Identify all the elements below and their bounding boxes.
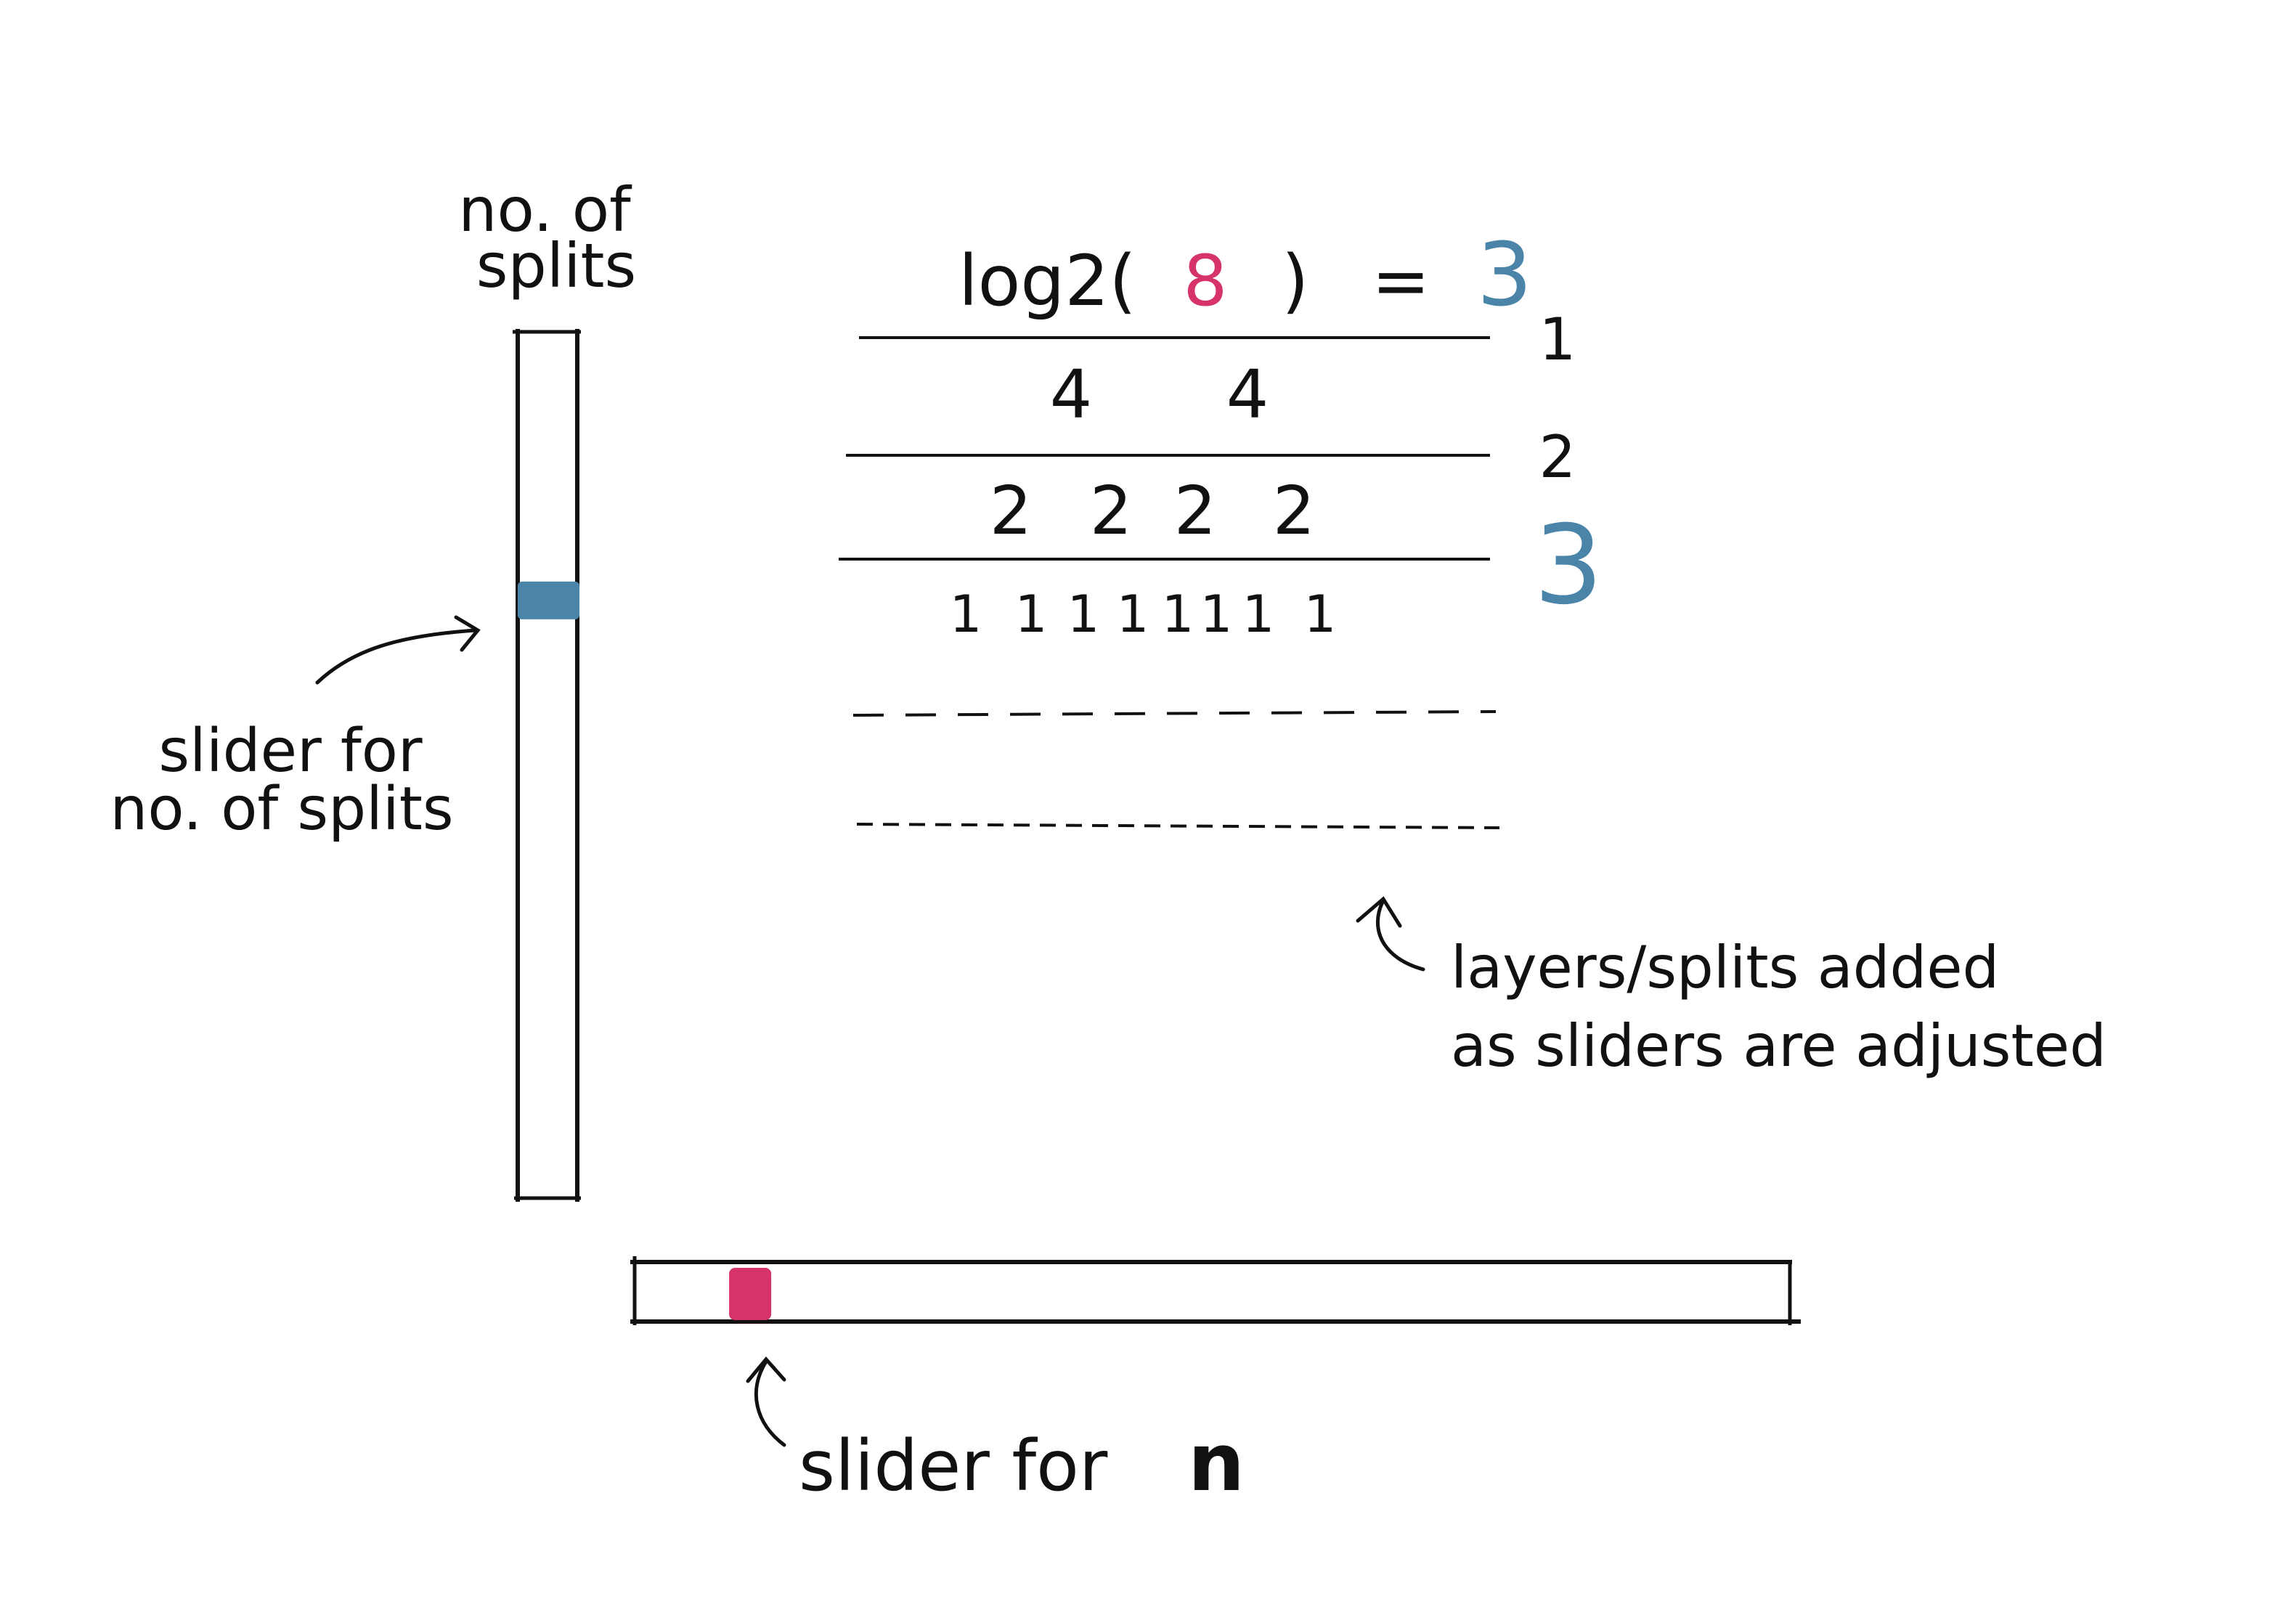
row-value: 4 <box>1226 356 1269 434</box>
row-value: 4 <box>1050 356 1093 434</box>
row-value: 2 <box>1090 472 1133 550</box>
splits-slider-title-line2: splits <box>476 230 636 301</box>
row-value: 1 <box>950 585 982 644</box>
n-slider-caption-var: n <box>1188 1416 1245 1509</box>
row-value: 1 <box>1200 585 1233 644</box>
row-value: 2 <box>1174 472 1217 550</box>
future-layer-line-1 <box>852 710 1497 717</box>
log-equation: log2( 8 ) = 3 <box>958 225 1532 326</box>
layer-row-2: 2 2 2 2 <box>990 472 1316 550</box>
layer-row-1: 4 4 <box>1050 356 1269 434</box>
row-value: 1 <box>1162 585 1194 644</box>
splits-slider-caption-line1: slider for <box>158 717 423 786</box>
row-value: 1 <box>1242 585 1275 644</box>
level-number-1: 1 <box>1539 306 1576 373</box>
row-value: 1 <box>1015 585 1048 644</box>
layers-caption-line1: layers/splits added <box>1451 934 1999 1001</box>
future-layer-line-2 <box>856 823 1500 829</box>
splits-slider-thumb[interactable] <box>518 581 579 619</box>
equals-sign: = <box>1372 240 1430 322</box>
n-slider[interactable] <box>630 1256 1801 1325</box>
n-slider-caption: slider for n <box>799 1416 1245 1509</box>
splits-slider-caption-line2: no. of splits <box>110 775 453 844</box>
row-value: 2 <box>990 472 1033 550</box>
row-value: 2 <box>1273 472 1316 550</box>
splits-slider-arrow-icon <box>315 615 481 685</box>
layers-caption-arrow-icon <box>1356 896 1425 972</box>
log-suffix: ) <box>1282 240 1308 322</box>
row-value: 1 <box>1067 585 1100 644</box>
log-n-value: 8 <box>1183 240 1227 322</box>
row-value: 1 <box>1304 585 1337 644</box>
log-result: 3 <box>1477 225 1532 326</box>
n-slider-thumb[interactable] <box>729 1268 772 1320</box>
level-number-2: 2 <box>1539 423 1576 491</box>
log-prefix: log2( <box>958 240 1136 322</box>
layers-caption-line2: as sliders are adjusted <box>1451 1012 2106 1080</box>
splits-slider[interactable] <box>513 329 581 1202</box>
n-slider-caption-prefix: slider for <box>799 1425 1108 1507</box>
n-slider-arrow-icon <box>746 1356 786 1447</box>
layer-row-3: 1 1 1 1 1 1 1 1 <box>950 585 1337 644</box>
splits-slider-title-line1: no. of <box>458 174 632 245</box>
level-number-3: 3 <box>1534 502 1603 629</box>
row-value: 1 <box>1117 585 1149 644</box>
